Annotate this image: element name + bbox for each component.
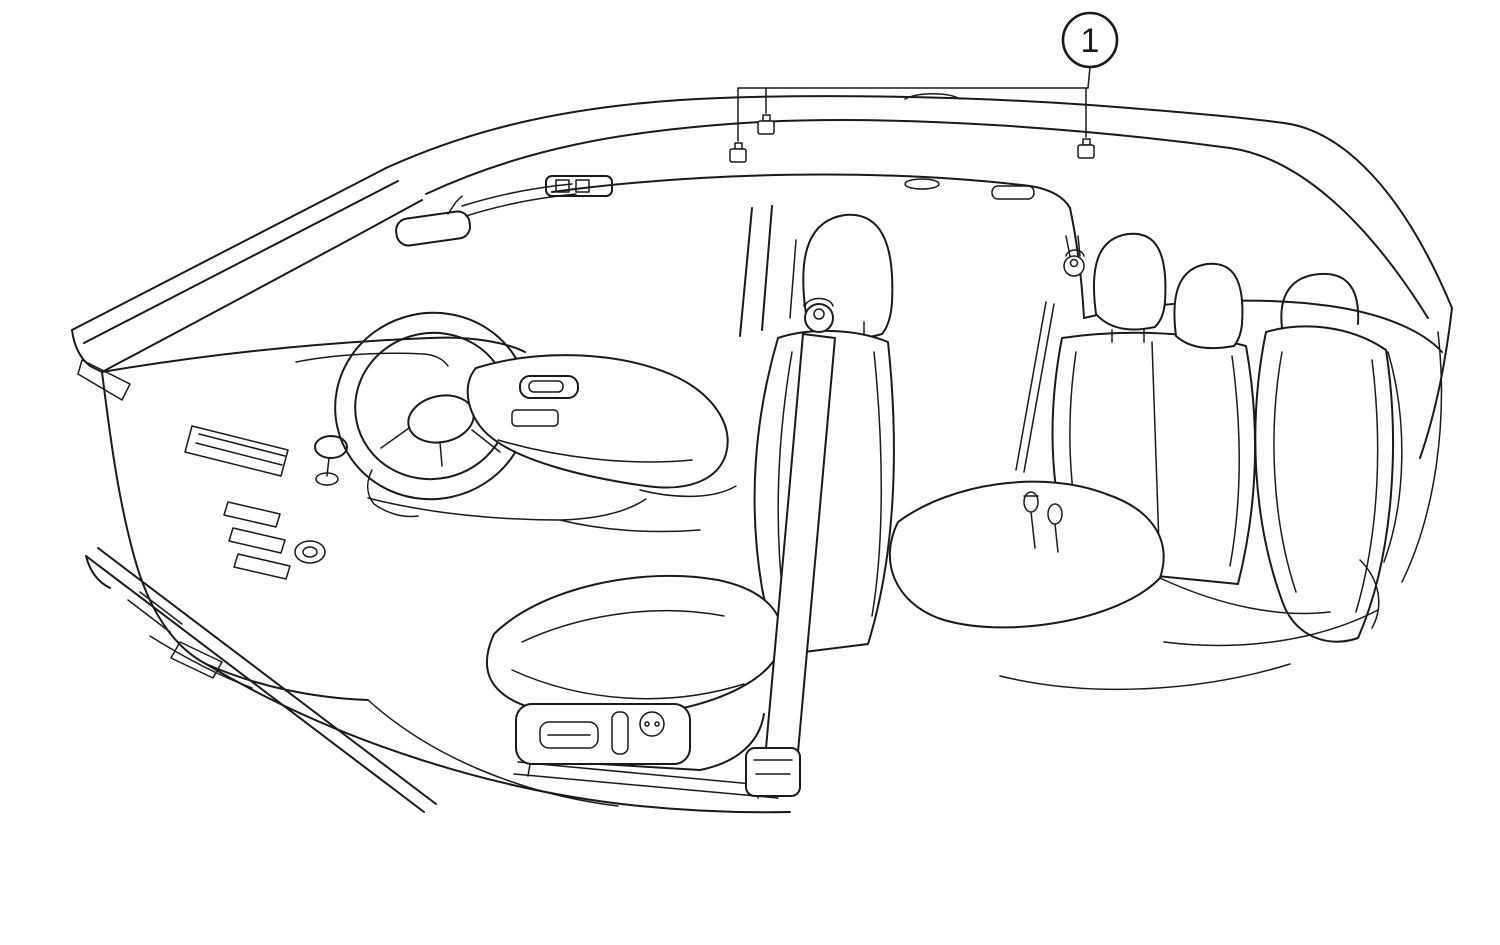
shifter-knob bbox=[314, 435, 348, 459]
floor-main-line bbox=[205, 663, 791, 814]
window-switch-panel bbox=[511, 409, 559, 427]
dash-top-edge bbox=[101, 336, 526, 373]
seat-switch-slider bbox=[539, 721, 599, 749]
belt-d-ring-hole bbox=[813, 308, 825, 320]
seat-switch-knob bbox=[639, 711, 665, 737]
steering-spokes bbox=[380, 427, 501, 467]
belt-d-ring bbox=[804, 303, 834, 333]
rear-belt-anchor-hole bbox=[1069, 258, 1079, 268]
roof-inner-line bbox=[425, 119, 1429, 319]
third-row-stitch-lines bbox=[1273, 351, 1379, 613]
clip-nub bbox=[762, 114, 771, 122]
third-row-seat bbox=[1254, 272, 1443, 643]
round-vent-inner bbox=[302, 546, 318, 558]
windshield-inner-edge bbox=[101, 199, 423, 373]
callout-leader-lines bbox=[737, 66, 1091, 142]
steering-column bbox=[367, 469, 419, 518]
callout-number: 1 bbox=[1081, 22, 1100, 60]
sun-visor-lines bbox=[461, 183, 577, 217]
clip-nub bbox=[734, 142, 743, 150]
rear-belt-anchor-strap bbox=[1065, 235, 1085, 257]
roof-clip-1 bbox=[729, 142, 747, 163]
rearview-mirror bbox=[395, 210, 472, 247]
belt-retractor-lines bbox=[753, 759, 793, 775]
cushion-extension-line bbox=[1159, 577, 1331, 615]
clip-body bbox=[729, 148, 747, 163]
pedal bbox=[170, 641, 223, 679]
a-pillar-windshield bbox=[71, 167, 423, 401]
roof-clip-3 bbox=[1077, 138, 1095, 159]
belt-d-ring-strap bbox=[804, 297, 834, 307]
door-handle-inner bbox=[528, 380, 564, 393]
air-vent-grille bbox=[184, 425, 289, 477]
a-pillar-outer bbox=[71, 167, 387, 331]
seat-rails bbox=[513, 761, 779, 799]
seat-switch-knob-dot-right bbox=[654, 721, 660, 727]
headliner-rail-line bbox=[551, 173, 1071, 209]
rear-quarter-trim bbox=[1383, 331, 1443, 583]
dash-lower-sweep bbox=[205, 663, 369, 701]
upper-trim bbox=[395, 175, 613, 247]
seat-switch-panel bbox=[515, 703, 691, 765]
second-row-headrest-left bbox=[1092, 232, 1167, 331]
second-row-cushion bbox=[888, 480, 1165, 629]
callout-1: 1 bbox=[729, 11, 1119, 163]
side-mirror bbox=[77, 359, 131, 401]
door-armrest-line bbox=[497, 439, 693, 463]
clip-body bbox=[1077, 144, 1095, 159]
a-pillar-inner bbox=[83, 180, 399, 344]
rear-wheel-arch bbox=[1359, 559, 1380, 629]
door-lower-line bbox=[639, 485, 737, 498]
dome-light bbox=[904, 178, 940, 190]
front-seatbelt bbox=[745, 297, 836, 797]
right-body-edge bbox=[1419, 307, 1453, 459]
floor-tunnel-line bbox=[367, 699, 619, 807]
dash-left-face bbox=[101, 371, 207, 665]
seat-switch-knob-dot-left bbox=[644, 721, 650, 727]
second-row-headrest-right bbox=[1173, 262, 1244, 350]
door-panel bbox=[466, 354, 737, 498]
floor bbox=[85, 547, 791, 814]
rear-seatbelt-strap bbox=[1015, 301, 1055, 473]
roof bbox=[385, 93, 1453, 319]
callout-circle bbox=[1061, 11, 1119, 69]
round-vent-outer bbox=[294, 540, 326, 564]
center-console bbox=[314, 435, 701, 533]
belt-retractor bbox=[745, 747, 801, 797]
roof-outer-line bbox=[385, 95, 1453, 309]
overhead-console-buttons bbox=[555, 179, 590, 193]
cowl-left-edge bbox=[71, 329, 103, 373]
mirror-stem bbox=[447, 195, 463, 215]
console-lines bbox=[367, 497, 701, 533]
front-seat bbox=[485, 213, 895, 799]
shifter-base bbox=[315, 472, 339, 486]
clip-nub bbox=[1082, 138, 1091, 146]
roof-clip-2 bbox=[757, 114, 775, 135]
front-seat-cushion bbox=[485, 574, 784, 718]
rear-floor-lines bbox=[999, 609, 1379, 691]
door-handle bbox=[519, 375, 579, 399]
cushion-stitch-lines bbox=[511, 609, 745, 700]
third-row-seatback bbox=[1254, 325, 1394, 643]
sill-lines bbox=[85, 547, 437, 813]
clip-body bbox=[757, 120, 775, 135]
cluster-hood bbox=[295, 352, 449, 367]
headrest-posts bbox=[1111, 329, 1145, 343]
door-panel-outline bbox=[466, 354, 729, 489]
roof-antenna-line bbox=[904, 93, 961, 100]
overhead-console bbox=[545, 175, 613, 197]
dash-button-rows bbox=[223, 501, 291, 580]
grab-handle bbox=[991, 185, 1035, 200]
seat-switch-lever bbox=[611, 711, 629, 755]
b-pillar bbox=[739, 205, 811, 337]
kick-panel-lines bbox=[127, 591, 253, 689]
b-pillar-lines bbox=[739, 205, 773, 337]
second-row-seat bbox=[888, 232, 1379, 691]
third-row-headrest bbox=[1280, 272, 1360, 329]
steering-hub bbox=[407, 394, 475, 444]
seatbelt-buckles bbox=[1023, 491, 1063, 553]
